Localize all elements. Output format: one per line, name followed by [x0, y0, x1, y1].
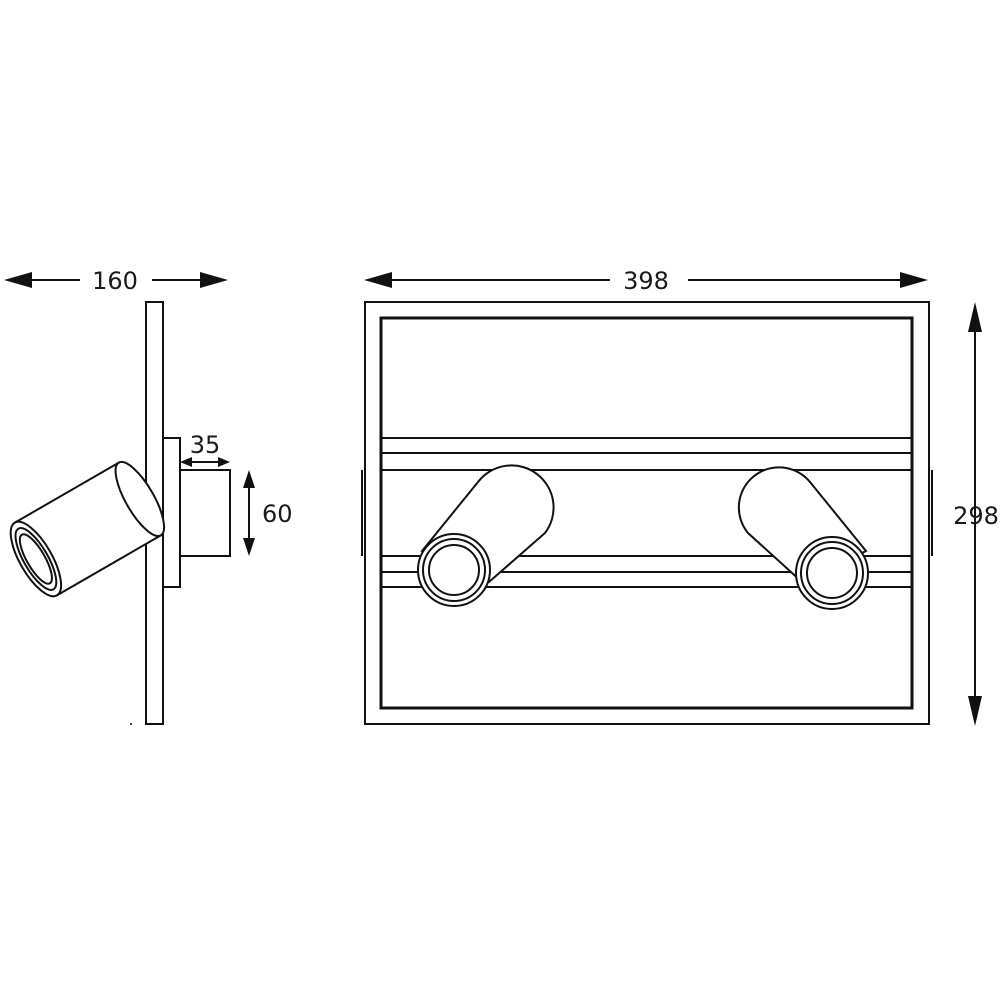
spotlight-side [9, 460, 166, 598]
dimension-label-side-depth: 160 [92, 267, 138, 295]
arrowhead-width-right [900, 272, 928, 288]
arrowhead-left [4, 272, 32, 288]
spotlight-right [737, 466, 869, 610]
arrowhead-height-bottom [968, 696, 982, 726]
dimension-label-projection: 35 [190, 431, 221, 459]
arrowhead-projection-right [218, 457, 230, 467]
spotlight-back-cap [114, 460, 166, 538]
dimension-side-depth: 160 [4, 267, 228, 295]
side-view: 160 35 60 [4, 267, 293, 725]
spotlight-right-lens [806, 547, 858, 599]
arrowhead-projection-left [180, 457, 192, 467]
dimension-label-height: 298 [953, 502, 999, 530]
mounting-base [162, 437, 181, 588]
front-view: 398 298 [361, 267, 999, 726]
spotlight-left-lens [428, 544, 480, 596]
dimension-spot-height: 60 [243, 470, 293, 556]
mounting-bracket [179, 469, 231, 557]
spotlight-right-lens-ring [800, 541, 864, 605]
arrowhead-width-left [364, 272, 392, 288]
stray-dot [130, 723, 132, 725]
outer-frame [364, 301, 930, 725]
arrowhead-height-top [968, 302, 982, 332]
arrowhead-right [200, 272, 228, 288]
spotlight-left-lens-ring [422, 538, 486, 602]
arrowhead-spot-top [243, 470, 255, 488]
dimension-width: 398 [364, 267, 928, 295]
dimension-height: 298 [953, 302, 999, 726]
dimension-label-width: 398 [623, 267, 669, 295]
arrowhead-spot-bottom [243, 538, 255, 556]
spotlight-left [417, 464, 555, 607]
spotlight-front-rim [9, 520, 63, 598]
dimension-label-spot-height: 60 [262, 500, 293, 528]
inner-frame [379, 316, 914, 710]
dimension-projection: 35 [180, 431, 230, 467]
